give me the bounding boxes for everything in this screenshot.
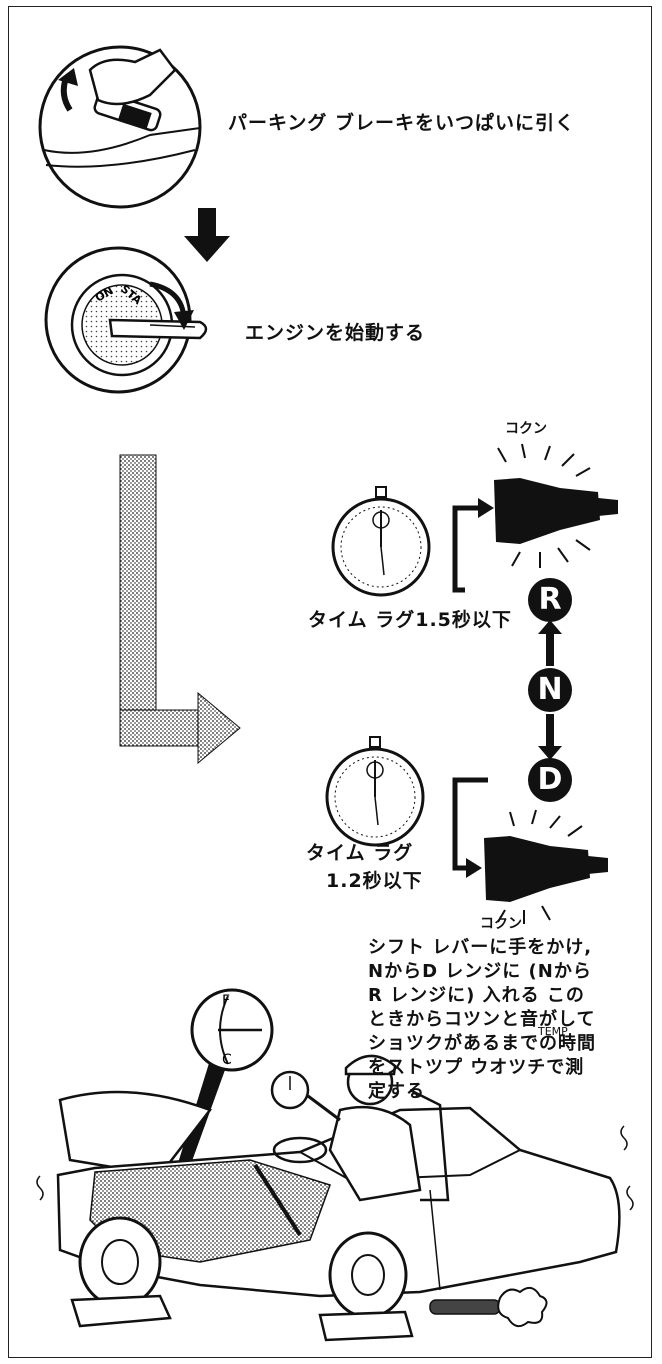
gear-d-badge: D [528, 758, 572, 802]
gauge-f-label: F [222, 993, 230, 1009]
gear-arrows [538, 620, 562, 760]
parking-brake-illustration [38, 45, 202, 209]
instruction-line: 定する [368, 1081, 425, 1102]
instruction-line: NからD レンジに (Nから [368, 961, 592, 982]
transmission-reverse [494, 443, 618, 568]
transmission-drive [484, 809, 608, 924]
ignition-key-illustration: ON STA [44, 246, 208, 394]
instruction-line: をストツプ ウオツチで測 [368, 1057, 585, 1078]
instruction-line: シフト レバーに手をかけ, [368, 937, 593, 958]
stopwatch-reverse [331, 486, 431, 597]
bracket-arrow-drive [452, 777, 488, 878]
figure-frame [8, 6, 652, 1358]
instruction-note: シフト レバーに手をかけ, NからD レンジに (Nから R レンジに) 入れる… [368, 936, 648, 1104]
time-lag-drive-label-line1: タイム ラグ [306, 842, 414, 864]
down-arrow-1 [184, 208, 230, 262]
gear-n-badge: N [528, 668, 572, 712]
gauge-c-label: C [222, 1052, 232, 1068]
bracket-arrow-reverse [452, 498, 494, 593]
gear-r-badge: R [528, 578, 572, 622]
start-engine-label: エンジンを始動する [245, 322, 426, 344]
l-arrow [119, 454, 241, 765]
car-illustration [36, 1054, 634, 1342]
time-lag-reverse-label: タイム ラグ1.5秒以下 [308, 609, 512, 631]
stopwatch-drive [325, 736, 425, 847]
temp-gauge-label: TEMP [538, 1025, 568, 1038]
instruction-line: ときからコツンと音がして [368, 1009, 596, 1030]
instruction-line: R レンジに) 入れる この [368, 985, 585, 1006]
instruction-line: ショツクがあるまでの時間 [368, 1033, 596, 1054]
sound-label-reverse: コクン [505, 421, 547, 437]
parking-brake-label: パーキング ブレーキをいつぱいに引く [228, 112, 576, 134]
sound-label-drive: コクン [480, 916, 522, 932]
time-lag-drive-label-line2: 1.2秒以下 [326, 870, 423, 892]
